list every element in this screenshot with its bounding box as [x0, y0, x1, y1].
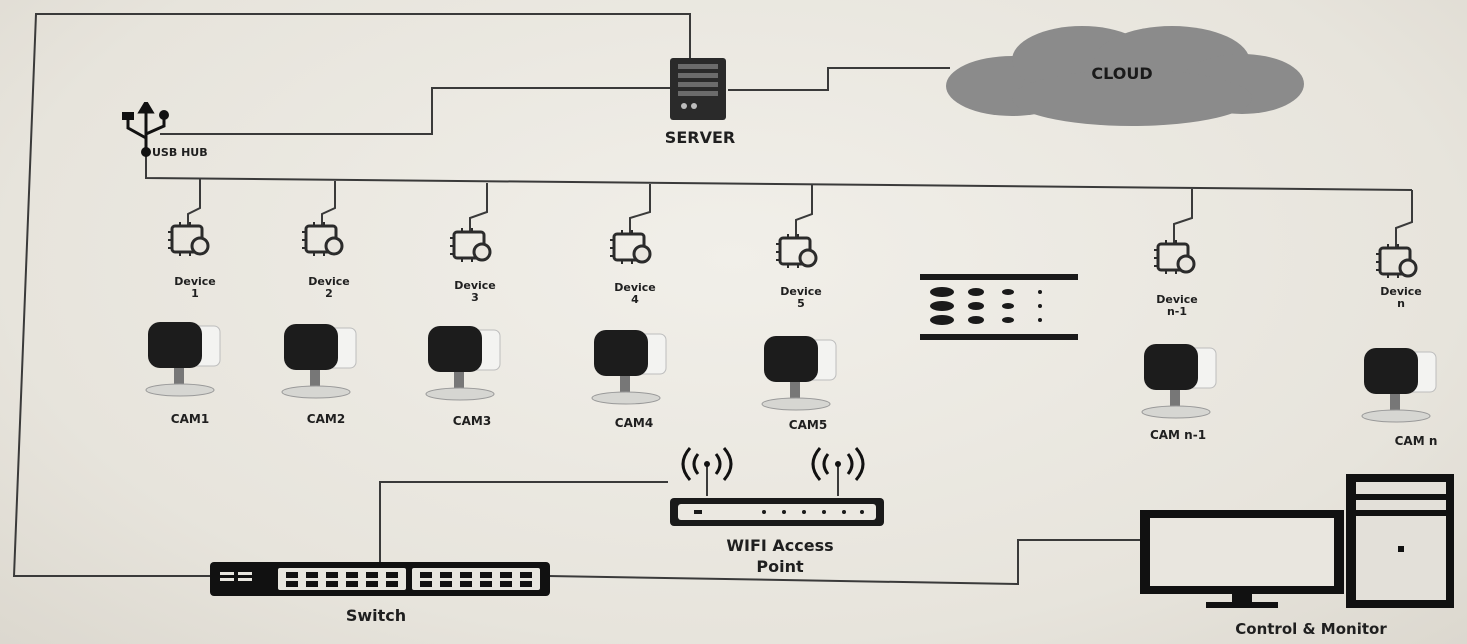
microcontroller-icon [776, 234, 820, 270]
wifi-access-point[interactable] [668, 440, 890, 530]
camera-icon [1356, 344, 1446, 428]
camera-icon [420, 322, 510, 406]
camera-label: CAM n-1 [1138, 428, 1218, 442]
camera-icon [140, 318, 230, 402]
camera-n-1[interactable] [1136, 340, 1226, 428]
usb-hub-label: USB HUB [152, 146, 208, 159]
drop-n1 [1174, 189, 1192, 244]
camera-icon [276, 320, 366, 404]
device-number: n [1366, 298, 1436, 310]
drop-3 [470, 183, 487, 232]
patch-panel [920, 274, 1078, 340]
camera-icon [1136, 340, 1226, 424]
server-to-usb-line [160, 88, 670, 134]
camera-n[interactable] [1356, 344, 1446, 432]
device-n[interactable] [1376, 244, 1420, 284]
device-number: n-1 [1142, 306, 1212, 318]
drop-1 [188, 179, 200, 226]
wifi-router-icon [668, 440, 890, 530]
control-monitor-node[interactable] [1140, 474, 1460, 610]
camera-2[interactable] [276, 320, 366, 408]
camera-4[interactable] [586, 326, 676, 414]
camera-1[interactable] [140, 318, 230, 406]
device-n-1[interactable] [1154, 240, 1198, 280]
device-number: 3 [440, 292, 510, 304]
drop-4 [630, 184, 650, 234]
camera-label: CAM n [1376, 434, 1456, 448]
microcontroller-icon [168, 222, 212, 258]
cloud-label: CLOUD [1062, 64, 1182, 83]
camera-label: CAM4 [594, 416, 674, 430]
device-number: 2 [294, 288, 364, 300]
switch-label: Switch [316, 606, 436, 625]
device-5[interactable] [776, 234, 820, 274]
camera-icon [586, 326, 676, 410]
server-icon [668, 56, 728, 122]
server-node[interactable] [668, 56, 728, 122]
device-number: 1 [160, 288, 230, 300]
drop-2 [322, 181, 335, 226]
device-2[interactable] [302, 222, 346, 262]
microcontroller-icon [302, 222, 346, 258]
switch-to-wifi-line [380, 482, 668, 562]
camera-5[interactable] [756, 332, 846, 420]
patch-panel-icon [920, 274, 1078, 340]
device-4[interactable] [610, 230, 654, 270]
wifi-label-line2: Point [690, 557, 870, 576]
camera-icon [756, 332, 846, 416]
server-label: SERVER [650, 128, 750, 147]
camera-3[interactable] [420, 322, 510, 410]
control-monitor-label: Control & Monitor [1176, 620, 1446, 638]
drop-n [1396, 190, 1412, 248]
microcontroller-icon [1154, 240, 1198, 276]
device-number: 4 [600, 294, 670, 306]
camera-label: CAM1 [150, 412, 230, 426]
server-to-cloud-line [728, 68, 950, 90]
microcontroller-icon [610, 230, 654, 266]
network-switch-icon [210, 560, 550, 598]
camera-label: CAM2 [286, 412, 366, 426]
desktop-computer-icon [1140, 474, 1460, 610]
microcontroller-icon [1376, 244, 1420, 280]
device-number: 5 [766, 298, 836, 310]
device-3[interactable] [450, 228, 494, 268]
wifi-label-line1: WIFI Access [690, 536, 870, 555]
camera-label: CAM3 [432, 414, 512, 428]
microcontroller-icon [450, 228, 494, 264]
drop-5 [796, 185, 812, 238]
camera-label: CAM5 [768, 418, 848, 432]
cloud-node[interactable]: CLOUD [942, 22, 1308, 130]
network-switch[interactable] [210, 560, 550, 598]
device-1[interactable] [168, 222, 212, 262]
